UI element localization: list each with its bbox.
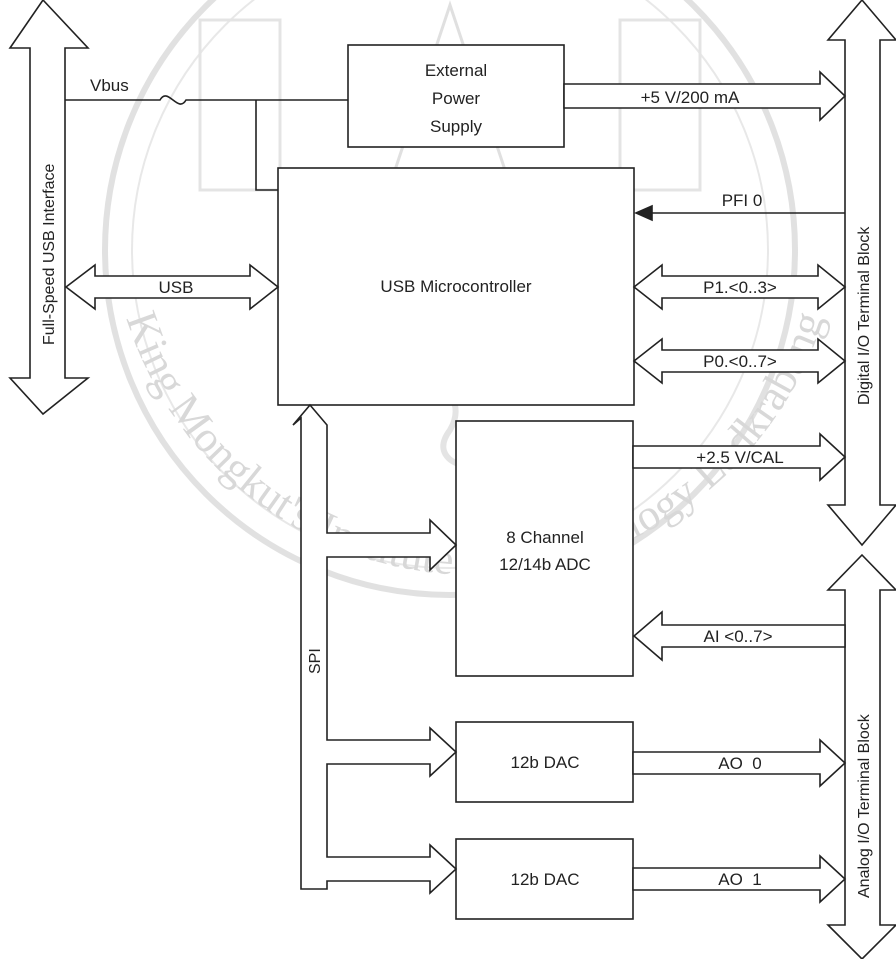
dac0-label: 12b DAC [511, 753, 580, 772]
usb-interface-label: Full-Speed USB Interface [41, 163, 58, 345]
p1-label: P1.<0..3> [703, 278, 777, 297]
adc-label-line1: 8 Channel [506, 528, 584, 547]
ai-label: AI <0..7> [704, 627, 773, 646]
power-supply-label-line1: External [425, 61, 487, 80]
p0-label: P0.<0..7> [703, 352, 777, 371]
power-supply-label-line2: Power [432, 89, 481, 108]
power-supply-label-line3: Supply [430, 117, 482, 136]
vbus-line [65, 96, 348, 104]
ao0-label: AO 0 [718, 754, 761, 773]
pfi0-label: PFI 0 [722, 191, 763, 210]
pfi0-arrowhead [636, 206, 652, 220]
vbus-label: Vbus [90, 76, 129, 95]
usb-signal-label: USB [159, 278, 194, 297]
power-out-label: +5 V/200 mA [641, 88, 740, 107]
spi-label: SPI [307, 648, 324, 674]
dac1-label: 12b DAC [511, 870, 580, 889]
cal-label: +2.5 V/CAL [696, 448, 783, 467]
adc-block [456, 421, 633, 676]
vbus-tap [256, 100, 278, 190]
mcu-label: USB Microcontroller [380, 277, 531, 296]
adc-label-line2: 12/14b ADC [499, 555, 591, 574]
analog-io-label: Analog I/O Terminal Block [856, 713, 873, 898]
digital-io-label: Digital I/O Terminal Block [856, 226, 873, 405]
ao1-label: AO 1 [718, 870, 761, 889]
